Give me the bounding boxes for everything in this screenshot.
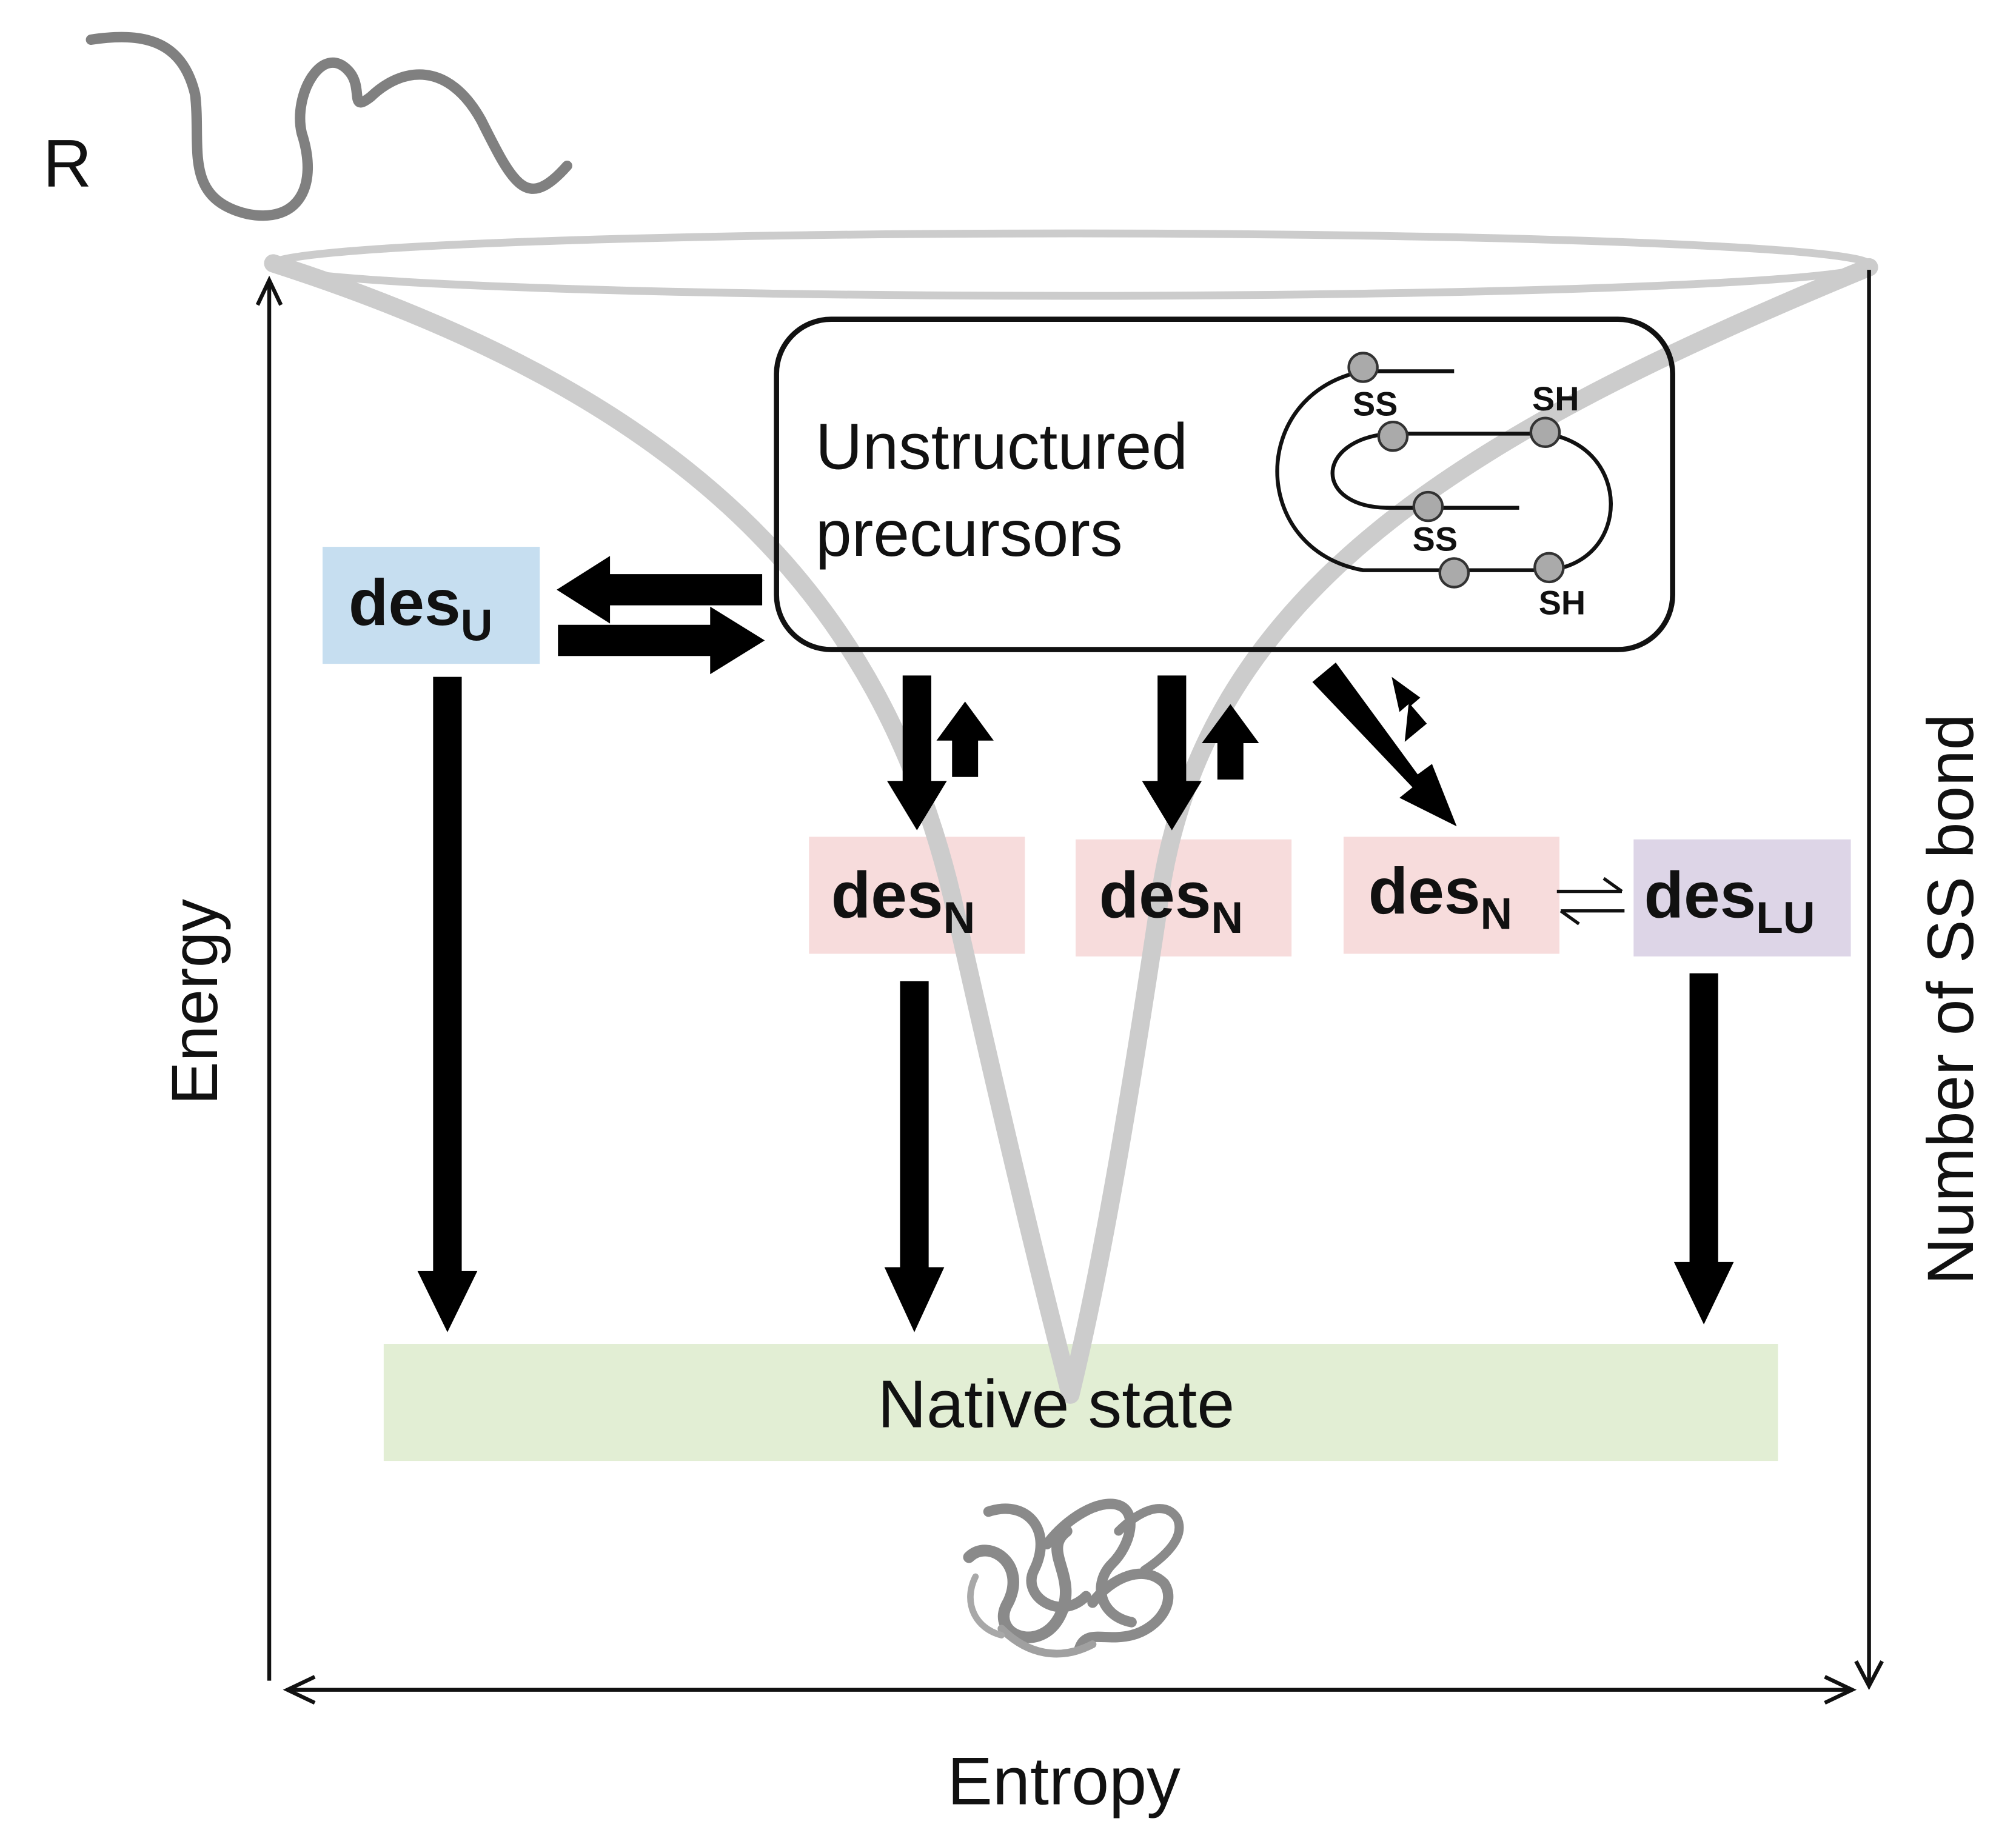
des-n-base-1: des [831,858,943,931]
energy-axis-label: Energy [158,899,231,1105]
native-protein-icon [963,1498,1184,1658]
arrow-des-u-to-precursors [558,606,765,675]
des-n-label-3: desN [1368,855,1512,939]
axes [255,270,1884,1705]
des-n-box-2 [1076,839,1292,957]
unfolded-chain-icon [85,32,572,221]
equilibrium-arrows [1556,877,1625,926]
disulfide-schematic-icon: SS SH SS SH [1275,352,1613,622]
des-lu-label: desLU [1644,858,1815,943]
arrow-des-n2-to-precursors [1202,704,1259,780]
sh-label-bottom: SH [1539,584,1586,622]
ss-label-bottom: SS [1413,520,1458,558]
unstructured-precursors-box [774,316,1675,652]
des-u-sub: U [461,601,493,650]
des-lu-base: des [1644,858,1756,931]
entropy-axis-label: Entropy [948,1743,1181,1819]
pathway-arrows [417,556,1734,1332]
precursors-label-line1: Unstructured [815,410,1188,483]
arrow-precursors-to-des-n3 [1312,662,1457,827]
sh-label-top: SH [1532,380,1579,418]
des-n-box-1 [809,837,1025,954]
des-lu-box [1633,839,1851,957]
arrow-des-n3-to-precursors [1391,676,1427,742]
arrow-des-u-to-native [417,676,478,1332]
des-n-sub-1: N [943,893,976,943]
native-state-label: Native state [877,1366,1234,1441]
des-n-base-3: des [1368,855,1481,927]
ss-bond-axis-label: Number of SS bond [1914,714,1987,1285]
r-label: R [43,125,92,201]
ss-label-top: SS [1353,385,1398,423]
arrow-des-lu-to-native [1673,973,1734,1324]
des-n-box-3 [1343,837,1560,954]
des-n-base-2: des [1099,858,1211,931]
des-u-box [323,547,540,664]
des-n-label-2: desN [1099,858,1243,943]
des-u-label: desU [349,566,492,650]
arrow-des-n1-to-native [884,981,945,1332]
arrow-precursors-to-des-n2 [1142,675,1202,830]
des-lu-sub: LU [1756,893,1815,943]
arrow-des-n1-to-precursors [936,701,994,777]
des-n-label-1: desN [831,858,975,943]
arrow-precursors-to-des-n1 [887,675,947,830]
des-u-base: des [349,566,461,639]
arrow-precursors-to-des-u [557,556,763,624]
des-n-sub-2: N [1211,893,1243,943]
precursors-label-line2: precursors [815,497,1123,570]
des-n-sub-3: N [1481,890,1513,939]
energy-funnel [264,229,1878,1404]
